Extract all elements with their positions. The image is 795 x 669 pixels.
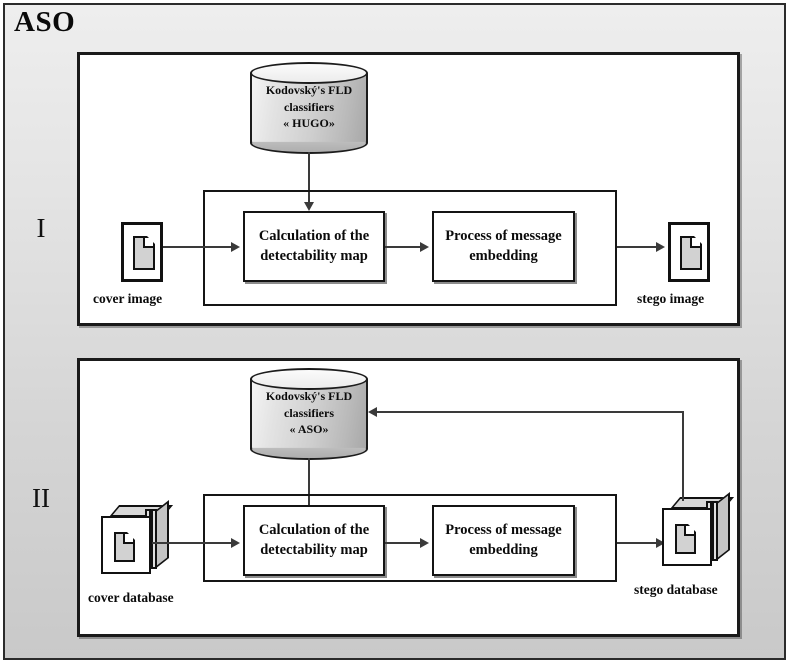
arrowhead-coverdb-to-calc-ii	[231, 538, 240, 548]
document-fold-corner	[684, 526, 694, 536]
stego-image-caption: stego image	[637, 291, 705, 306]
connector-calc-to-embed-ii	[385, 542, 422, 544]
database-stack-slice	[712, 501, 718, 561]
process-container-i	[203, 190, 617, 306]
database-cylinder-hugo: Kodovský's FLD classifiers « HUGO»	[250, 62, 368, 154]
section-panel-ii	[77, 358, 740, 637]
document-fold-corner	[690, 238, 700, 248]
cylinder-label-line1: Kodovský's FLD	[265, 389, 353, 403]
section-numeral-i: I	[36, 213, 46, 243]
connector-cover-to-calc-i	[163, 246, 233, 248]
database-box-side	[155, 500, 169, 569]
connector-db-to-calc-ii	[308, 458, 310, 510]
step-box-embedding-ii: Process of message embedding	[432, 505, 575, 576]
process-container-ii	[203, 494, 617, 582]
connector-calc-to-embed-i	[385, 246, 422, 248]
connector-feedback-vertical	[682, 411, 684, 501]
cylinder-label-line3: « HUGO»	[283, 116, 335, 131]
section-panel-i	[77, 52, 740, 326]
arrowhead-db-to-calc-i	[304, 202, 314, 211]
cylinder-label-line2: classifiers	[284, 405, 334, 420]
cover-database-caption: cover database	[88, 590, 174, 605]
section-numeral-ii: II	[32, 483, 50, 513]
stego-database-caption: stego database	[634, 582, 718, 597]
page-title: ASO	[14, 6, 76, 38]
stego-image-icon	[668, 222, 710, 282]
document-glyph	[675, 523, 697, 554]
connector-feedback-horizontal	[377, 411, 683, 413]
cover-image-caption: cover image	[93, 291, 163, 306]
cylinder-label: Kodovský's FLD classifiers « HUGO»	[250, 82, 368, 132]
cylinder-body	[250, 73, 368, 143]
connector-db-to-calc-i	[308, 152, 310, 204]
document-fold-corner	[143, 238, 153, 248]
stego-database-icon	[662, 492, 735, 569]
connector-embed-to-stegodb-ii	[617, 542, 660, 544]
cylinder-top	[250, 368, 368, 390]
database-box-front	[662, 508, 712, 566]
arrowhead-calc-to-embed-ii	[420, 538, 429, 548]
cylinder-top	[250, 62, 368, 84]
document-glyph	[680, 235, 703, 270]
database-stack-slice	[151, 509, 157, 569]
database-box-front	[101, 516, 151, 574]
step-box-embedding-i: Process of message embedding	[432, 211, 575, 282]
cover-database-icon	[101, 500, 174, 577]
connector-coverdb-to-calc-ii	[152, 542, 233, 544]
database-cylinder-aso: Kodovský's FLD classifiers « ASO»	[250, 368, 368, 460]
cylinder-label-line3: « ASO»	[289, 422, 329, 437]
cylinder-label-line2: classifiers	[284, 99, 334, 114]
cylinder-body	[250, 379, 368, 449]
document-glyph	[133, 235, 156, 270]
connector-embed-to-stego-i	[617, 246, 660, 248]
step-box-calculation-i: Calculation of the detectability map	[243, 211, 385, 282]
database-box-side	[716, 492, 730, 561]
arrowhead-embed-to-stegodb-ii	[656, 538, 665, 548]
cover-image-icon	[121, 222, 163, 282]
document-fold-corner	[123, 534, 133, 544]
arrowhead-feedback-to-db	[368, 407, 377, 417]
arrowhead-embed-to-stego-i	[656, 242, 665, 252]
cylinder-label-line1: Kodovský's FLD	[265, 83, 353, 97]
step-box-calculation-ii: Calculation of the detectability map	[243, 505, 385, 576]
document-glyph	[114, 531, 136, 562]
cylinder-label: Kodovský's FLD classifiers « ASO»	[250, 388, 368, 438]
arrowhead-calc-to-embed-i	[420, 242, 429, 252]
arrowhead-cover-to-calc-i	[231, 242, 240, 252]
